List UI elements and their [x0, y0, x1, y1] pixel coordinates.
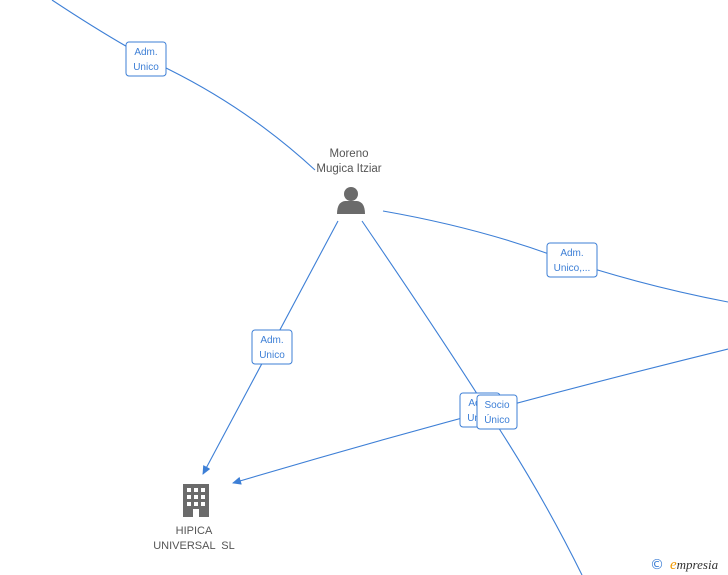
edge-label-right-to-company[interactable]: Socio Único: [476, 394, 518, 430]
company-name-line2: UNIVERSAL SL: [153, 540, 235, 552]
building-icon: [183, 484, 209, 517]
brand-logo: empresia: [670, 557, 719, 573]
edge-label-line: Adm.: [560, 248, 583, 259]
brand-initial: e: [670, 557, 677, 573]
brand-watermark: © empresia: [650, 557, 719, 573]
edge-label-line: Unico,...: [554, 263, 591, 274]
person-name-line2: Mugica Itziar: [316, 163, 381, 175]
person-name-line1: Moreno: [330, 148, 369, 160]
edge-label-top-left[interactable]: Adm. Unico: [125, 41, 167, 77]
edge-label-line: Unico: [133, 62, 159, 73]
edge-label-line: Adm.: [134, 47, 157, 58]
edge-label-line: Unico: [259, 350, 285, 361]
copyright-symbol: ©: [650, 557, 664, 573]
company-name-line1: HIPICA: [176, 525, 213, 537]
person-icon: [337, 187, 365, 214]
edge-label-to-company[interactable]: Adm. Unico: [251, 329, 293, 365]
person-node[interactable]: Moreno Mugica Itziar: [316, 148, 382, 214]
edge-label-line: Socio: [484, 400, 509, 411]
brand-rest: mpresia: [677, 557, 719, 572]
edge-label-line: Único: [484, 413, 510, 426]
company-node[interactable]: HIPICA UNIVERSAL SL: [153, 484, 235, 552]
edge-label-right-upper[interactable]: Adm. Unico,...: [546, 242, 598, 278]
edge-top-left[interactable]: [51, 0, 316, 171]
edge-label-line: Adm.: [260, 335, 283, 346]
